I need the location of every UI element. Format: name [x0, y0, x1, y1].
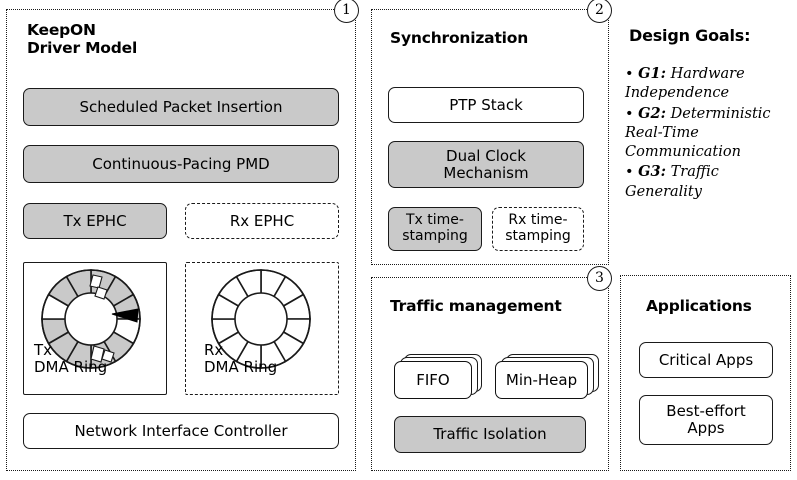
box-network-interface-controller[interactable]: Network Interface Controller — [23, 413, 339, 449]
box-critical-apps[interactable]: Critical Apps — [639, 342, 773, 378]
design-goal-label: G3: — [638, 163, 666, 181]
box-continuous-pacing-pmd[interactable]: Continuous-Pacing PMD — [23, 145, 339, 183]
box-rx-timestamping[interactable]: Rx time- stamping — [492, 207, 584, 251]
bullet-icon: • — [625, 105, 634, 122]
box-best-effort-apps[interactable]: Best-effort Apps — [639, 395, 773, 445]
panel-badge-2: 2 — [587, 0, 612, 23]
stack-front-min-heap[interactable]: Min-Heap — [495, 361, 588, 399]
panel-title-synchronization: Synchronization — [390, 29, 529, 47]
design-goal-label: G1: — [638, 65, 666, 82]
box-traffic-isolation[interactable]: Traffic Isolation — [394, 416, 586, 453]
label-rx-dma-ring: Rx DMA Ring — [204, 341, 278, 377]
design-goal-item-3: • G3: Traffic Generality — [625, 162, 797, 202]
label-tx-dma-ring: Tx DMA Ring — [34, 341, 108, 377]
design-goal-text: Hardware Independence — [625, 66, 745, 102]
stack-front-fifo[interactable]: FIFO — [394, 361, 472, 399]
box-tx-ephc[interactable]: Tx EPHC — [23, 203, 167, 239]
stack-fifo[interactable]: FIFO — [394, 354, 486, 402]
box-ptp-stack[interactable]: PTP Stack — [388, 87, 584, 123]
panel-badge-1: 1 — [334, 0, 359, 23]
tx-ring-pointer — [111, 308, 139, 323]
design-goal-item-1: • G1: Hardware Independence — [625, 64, 797, 104]
tx-dma-ring-graphic — [41, 269, 141, 369]
design-goal-text: Deterministic Real-Time Communication — [625, 105, 771, 161]
design-goal-text: Traffic Generality — [625, 164, 719, 200]
stack-min-heap[interactable]: Min-Heap — [495, 354, 601, 402]
bullet-icon: • — [625, 164, 634, 181]
panel-driver-model — [6, 9, 356, 471]
design-goal-label: G2: — [638, 104, 666, 122]
design-goal-item-2: • G2: Deterministic Real-Time Communicat… — [625, 104, 797, 163]
design-goals-heading: Design Goals: — [629, 26, 751, 45]
rx-dma-ring-graphic — [211, 269, 311, 369]
bullet-icon: • — [625, 66, 634, 82]
panel-title-traffic-management: Traffic management — [390, 297, 562, 315]
box-dual-clock-mechanism[interactable]: Dual Clock Mechanism — [388, 141, 584, 188]
panel-title-driver-model: KeepON Driver Model — [27, 21, 138, 58]
panel-title-applications: Applications — [646, 297, 752, 315]
box-rx-ephc[interactable]: Rx EPHC — [185, 203, 339, 239]
box-tx-timestamping[interactable]: Tx time- stamping — [388, 207, 482, 251]
design-goals-list: • G1: Hardware Independence • G2: Determ… — [625, 64, 797, 202]
panel-badge-3: 3 — [587, 266, 612, 291]
box-scheduled-packet-insertion[interactable]: Scheduled Packet Insertion — [23, 88, 339, 126]
